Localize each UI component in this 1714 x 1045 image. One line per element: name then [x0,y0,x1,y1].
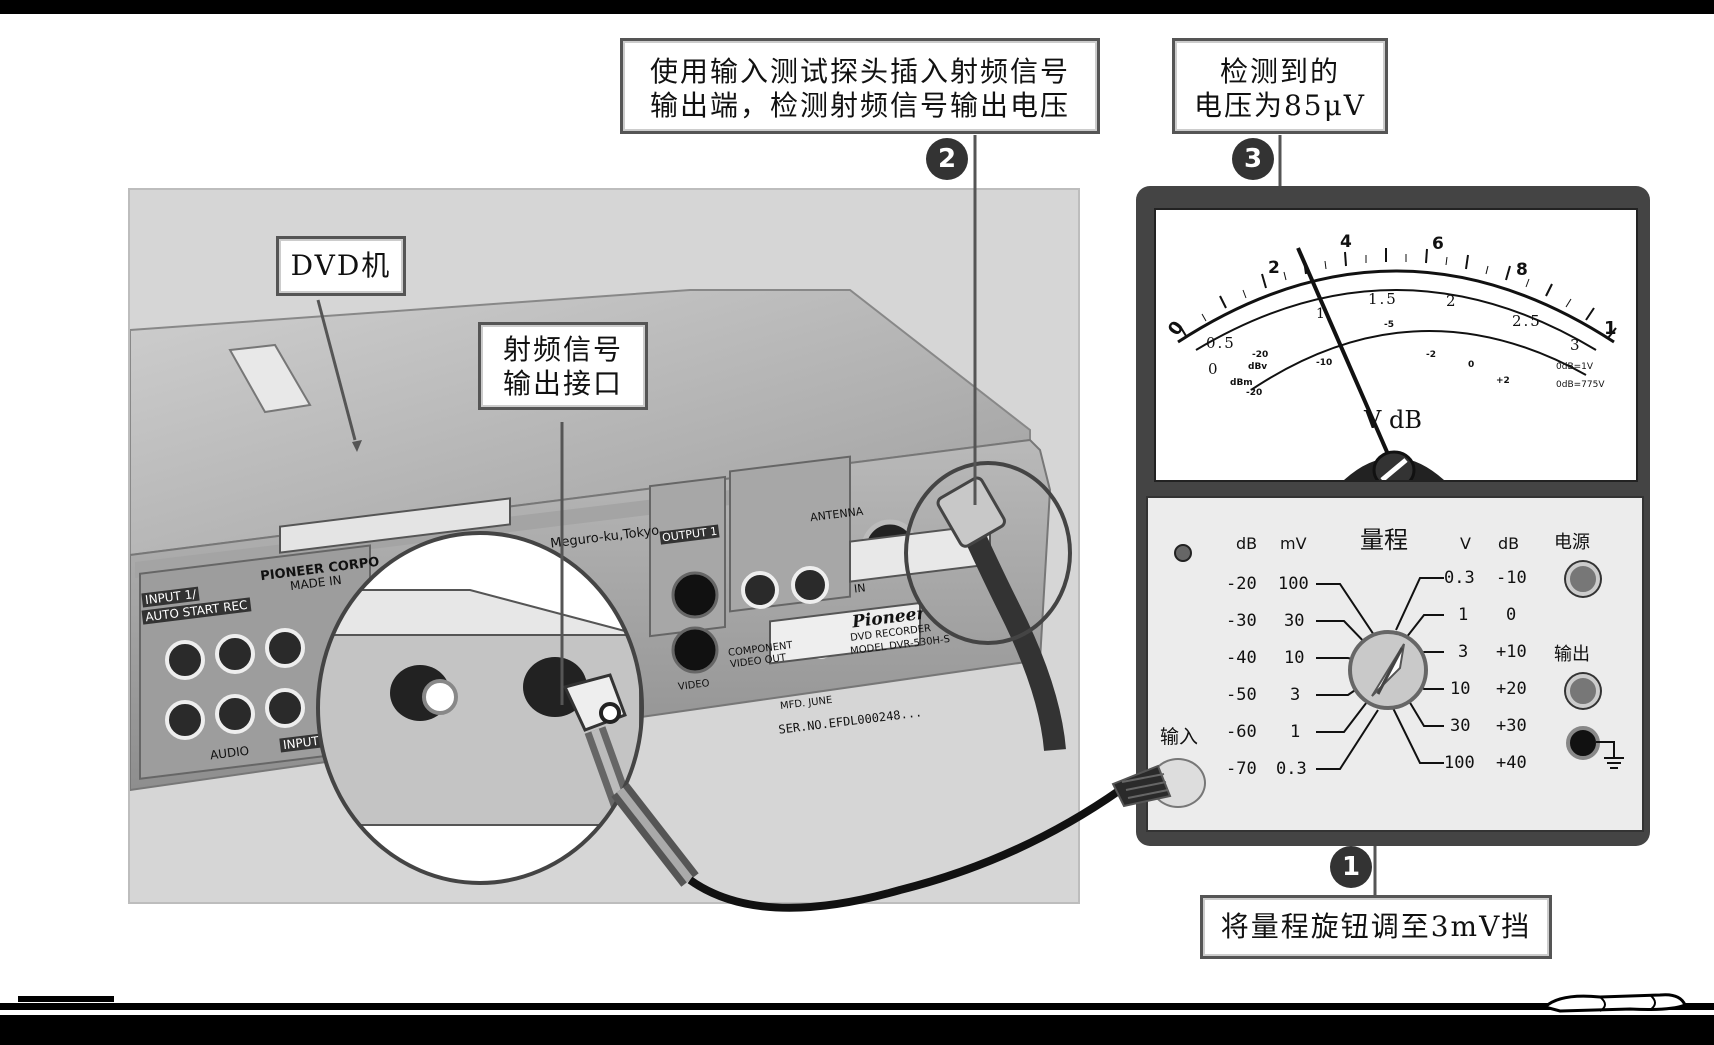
label-step2: 使用输入测试探头插入射频信号 输出端，检测射频信号输出电压 [620,38,1100,134]
right-db-5: +40 [1496,753,1527,773]
label-dvd-text: DVD机 [290,249,392,282]
rf-connector-highlight [904,461,1072,645]
left-db-3: -50 [1226,685,1257,705]
left-db-4: -60 [1226,722,1257,742]
right-v-1: 1 [1458,605,1469,625]
right-db-0: -10 [1496,568,1527,588]
right-db-2: +10 [1496,642,1527,662]
scale-mid-3: 3 [1570,336,1580,354]
db-mark-0: 0 [1468,360,1475,370]
right-v-3: 10 [1450,679,1471,699]
right-db-1: 0 [1506,605,1517,625]
meter-dial: 0 2 4 6 8 1 0.5 1 1.5 2 2.5 3 0 dBv dBm … [1154,208,1638,482]
right-v-0: 0.3 [1444,568,1475,588]
bottom-rule-thin [0,1003,1714,1010]
step-badge-2: 2 [926,138,968,180]
meter-unit-label: V dB [1364,406,1422,434]
left-db-2: -40 [1226,648,1257,668]
scale-mid-left-0: 0 [1208,360,1218,378]
zoom-inset [316,531,644,885]
db-ref-775v: 0dB=775V [1556,380,1605,390]
meter-scale-arcs [1177,247,1617,480]
db-mark-minus20: -20 [1252,350,1269,360]
right-v-5: 100 [1444,753,1475,773]
right-db-3: +20 [1496,679,1527,699]
bottom-left-rule [18,996,114,1002]
scale-mid-0.5: 0.5 [1206,334,1236,352]
power-label: 电源 [1554,532,1590,553]
scale-mid-2: 2 [1446,292,1456,310]
left-mv-5: 0.3 [1276,759,1307,779]
power-jack[interactable] [1566,562,1600,596]
ground-icon [1596,741,1624,769]
label-step1: 将量程旋钮调至3mV挡 [1200,895,1552,959]
label-step3-line2: 电压为85μV [1193,89,1367,122]
header-mv: mV [1280,534,1307,553]
left-mv-0: 100 [1278,574,1309,594]
db-mark-minus2: -2 [1426,350,1436,360]
indicator-lamp [1174,544,1192,562]
db-left-dbv: dBv [1248,362,1268,372]
right-v-4: 30 [1450,716,1471,736]
label-dvd: DVD机 [276,236,406,296]
right-db-4: +30 [1496,716,1527,736]
input-label: 输入 [1160,726,1199,748]
range-knob[interactable] [1148,498,1642,830]
header-v: V [1460,534,1471,553]
top-rule [0,0,1714,14]
page-turn-icon [1541,993,1687,1013]
db-mark-minus10: -10 [1316,358,1333,368]
header-db-right: dB [1498,534,1520,553]
left-db-1: -30 [1226,611,1257,631]
label-step1-text: 将量程旋钮调至3mV挡 [1220,910,1532,943]
left-mv-2: 10 [1284,648,1305,668]
dvd-in-text: IN [853,581,867,596]
scale-top-8: 8 [1516,260,1528,280]
db-mark-plus2: +2 [1496,376,1510,386]
right-v-2: 3 [1458,642,1469,662]
step-badge-3: 3 [1232,138,1274,180]
scale-top-1: 1 [1604,318,1617,339]
output-label: 输出 [1554,644,1590,665]
scale-mid-1: 1 [1316,306,1325,322]
range-title: 量程 [1360,526,1408,554]
left-mv-4: 1 [1290,722,1301,742]
left-mv-1: 30 [1284,611,1305,631]
header-db-left: dB [1236,534,1258,553]
input-probe-plug [1111,764,1172,808]
db-left-dbm: dBm [1230,378,1253,388]
db-mark-minus5: -5 [1384,320,1394,330]
label-step2-line1: 使用输入测试探头插入射频信号 [649,55,1070,88]
label-rf-port-line2: 输出接口 [502,367,623,400]
millivoltmeter: 0 2 4 6 8 1 0.5 1 1.5 2 2.5 3 0 dBv dBm … [1136,186,1650,846]
step-badge-1: 1 [1330,846,1372,888]
left-mv-3: 3 [1290,685,1301,705]
label-step2-line2: 输出端，检测射频信号输出电压 [649,89,1070,122]
label-step3: 检测到的 电压为85μV [1172,38,1388,134]
label-rf-port: 射频信号 输出接口 [478,322,648,410]
scale-mid-1.5: 1.5 [1368,290,1398,308]
bottom-rule-thick [0,1015,1714,1045]
label-rf-port-line1: 射频信号 [502,333,623,366]
db-bottom-left: -20 [1246,388,1263,398]
scale-top-4: 4 [1340,232,1352,252]
label-step3-line1: 检测到的 [1219,55,1340,88]
output-jack[interactable] [1566,674,1600,708]
left-db-0: -20 [1226,574,1257,594]
scale-top-2: 2 [1268,258,1280,278]
left-db-5: -70 [1226,759,1257,779]
scale-mid-2.5: 2.5 [1512,312,1542,330]
meter-control-panel: dB mV 量程 V dB 电源 输出 -20 -30 -40 -50 -60 … [1146,496,1644,832]
scale-top-6: 6 [1432,234,1444,254]
db-ref-1v: 0dB=1V [1556,362,1594,372]
